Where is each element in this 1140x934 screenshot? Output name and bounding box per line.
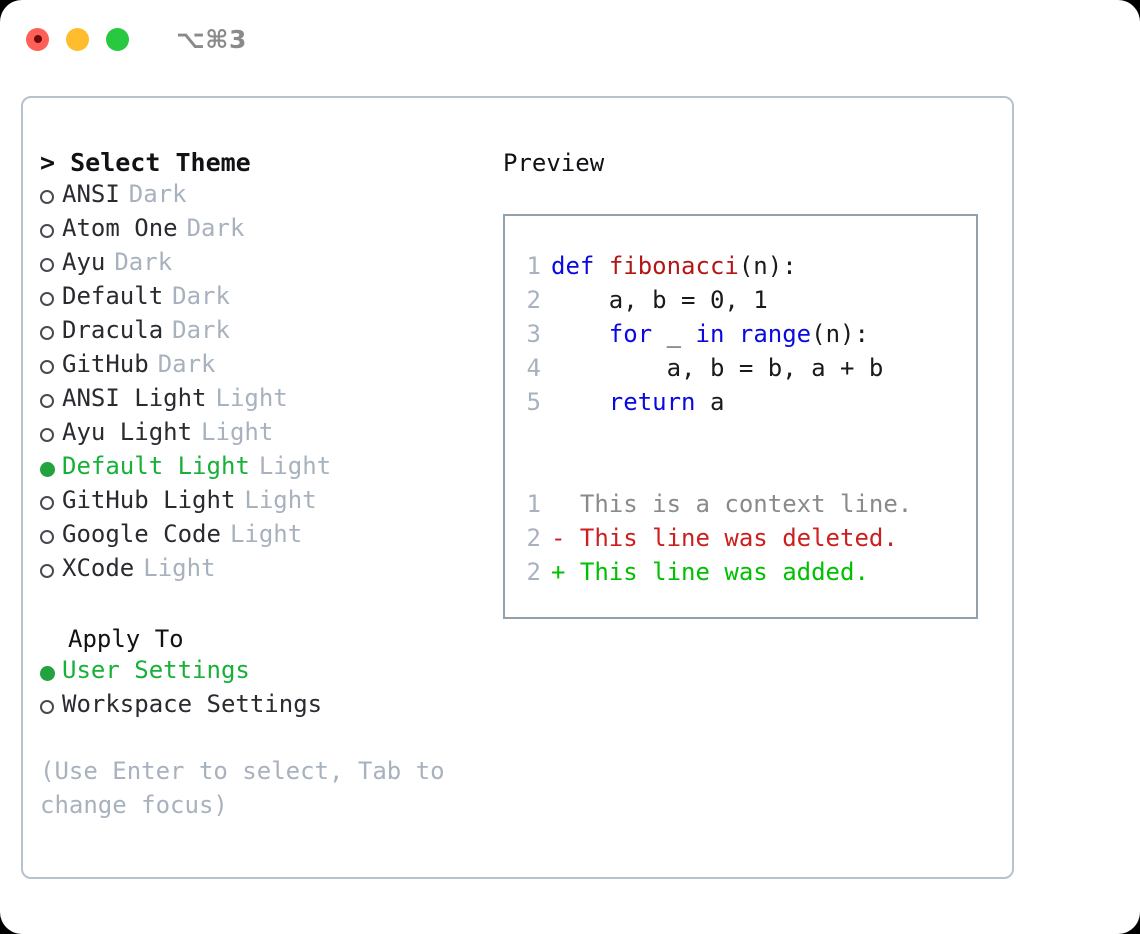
code-blank-line [505, 456, 976, 490]
list-spacer [40, 588, 490, 622]
line-number: 2 [526, 524, 541, 552]
radio-unselected-icon [40, 418, 62, 452]
keyboard-shortcut-label: ⌥⌘3 [176, 24, 247, 54]
theme-name: GitHub [62, 350, 149, 378]
code-text: def fibonacci(n): [551, 252, 797, 280]
theme-badge: Light [143, 554, 216, 582]
radio-unselected-icon [40, 316, 62, 350]
theme-badge: Light [229, 520, 303, 548]
line-number: 4 [526, 354, 541, 382]
diff-marker: - [551, 524, 580, 552]
radio-unselected-icon [40, 180, 62, 214]
preview-column: Preview 1 def fibonacci(n): 2 a, b = 0, … [503, 146, 1003, 619]
diff-line-context: 1 This is a context line. [505, 490, 976, 524]
theme-option-xcode[interactable]: XCode Light [40, 554, 490, 588]
record-dot-icon [33, 35, 42, 43]
diff-text: This is a context line. [579, 490, 913, 518]
theme-selector-column: > Select Theme ANSI Dark Atom One Dark A… [40, 146, 490, 822]
theme-name: Ayu Light [62, 418, 193, 446]
code-text: for _ in range(n): [608, 320, 869, 348]
line-number: 2 [526, 286, 541, 314]
code-text: return a [608, 388, 725, 416]
keyboard-hint-text: (Use Enter to select, Tab to change focu… [40, 757, 460, 819]
theme-option-atom-one-dark[interactable]: Atom One Dark [40, 214, 490, 248]
theme-badge: Dark [114, 248, 173, 276]
radio-unselected-icon [40, 690, 62, 724]
theme-option-google-code[interactable]: Google Code Light [40, 520, 490, 554]
theme-name: GitHub Light [62, 486, 236, 514]
apply-option-user-settings[interactable]: User Settings [40, 656, 490, 690]
diff-text: This line was added. [579, 558, 869, 586]
theme-option-ayu-dark[interactable]: Ayu Dark [40, 248, 490, 282]
line-number: 2 [526, 558, 541, 586]
theme-badge: Dark [128, 180, 187, 208]
apply-option-workspace-settings[interactable]: Workspace Settings [40, 690, 490, 724]
theme-option-default-dark[interactable]: Default Dark [40, 282, 490, 316]
code-blank-line [505, 422, 976, 456]
diff-line-added: 2 + This line was added. [505, 558, 976, 592]
radio-selected-icon [40, 452, 62, 486]
theme-name: Atom One [62, 214, 178, 242]
diff-marker [551, 490, 580, 518]
theme-option-github-dark[interactable]: GitHub Dark [40, 350, 490, 384]
minimize-button[interactable] [66, 27, 89, 51]
theme-badge: Dark [172, 282, 230, 310]
radio-unselected-icon [40, 554, 62, 588]
code-text: a, b = 0, 1 [551, 286, 768, 314]
close-button[interactable] [26, 27, 49, 51]
theme-badge: Light [215, 384, 288, 412]
theme-option-github-light[interactable]: GitHub Light Light [40, 486, 490, 520]
maximize-button[interactable] [106, 27, 129, 51]
radio-unselected-icon [40, 486, 62, 520]
main-panel: > Select Theme ANSI Dark Atom One Dark A… [21, 96, 1014, 879]
code-text: a, b = b, a + b [551, 354, 884, 382]
preview-panel: 1 def fibonacci(n): 2 a, b = 0, 1 3 for … [503, 214, 978, 619]
title-bar: ⌥⌘3 [0, 0, 1140, 78]
radio-unselected-icon [40, 248, 62, 282]
radio-unselected-icon [40, 520, 62, 554]
diff-line-deleted: 2 - This line was deleted. [505, 524, 976, 558]
select-theme-header: > Select Theme [40, 148, 251, 177]
code-line: 4 a, b = b, a + b [505, 354, 976, 388]
theme-badge: Dark [172, 316, 230, 344]
theme-badge: Light [201, 418, 274, 446]
theme-badge: Light [244, 486, 317, 514]
theme-option-dracula-dark[interactable]: Dracula Dark [40, 316, 490, 350]
theme-name: Google Code [62, 520, 221, 548]
diff-marker: + [551, 558, 580, 586]
theme-name: Dracula [62, 316, 164, 344]
code-line: 2 a, b = 0, 1 [505, 286, 976, 320]
theme-name: ANSI [62, 180, 120, 208]
theme-option-ayu-light[interactable]: Ayu Light Light [40, 418, 490, 452]
apply-option-label: User Settings [62, 656, 250, 684]
line-number: 3 [526, 320, 541, 348]
theme-badge: Light [258, 452, 332, 480]
code-line: 3 for _ in range(n): [505, 320, 976, 354]
window-controls [26, 27, 129, 51]
line-number: 5 [526, 388, 541, 416]
radio-unselected-icon [40, 214, 62, 248]
theme-option-ansi-light[interactable]: ANSI Light Light [40, 384, 490, 418]
radio-selected-icon [40, 656, 62, 690]
theme-name: ANSI Light [62, 384, 207, 412]
theme-badge: Dark [157, 350, 216, 378]
radio-unselected-icon [40, 384, 62, 418]
diff-text: This line was deleted. [579, 524, 898, 552]
code-line: 5 return a [505, 388, 976, 422]
line-number: 1 [526, 490, 541, 518]
apply-to-header: Apply To [68, 625, 184, 653]
theme-name: Ayu [62, 248, 106, 276]
theme-name: Default Light [62, 452, 250, 480]
line-number: 1 [526, 252, 541, 280]
radio-unselected-icon [40, 282, 62, 316]
radio-unselected-icon [40, 350, 62, 384]
theme-name: XCode [62, 554, 135, 582]
theme-badge: Dark [186, 214, 245, 242]
theme-option-ansi-dark[interactable]: ANSI Dark [40, 180, 490, 214]
theme-name: Default [62, 282, 164, 310]
code-line: 1 def fibonacci(n): [505, 252, 976, 286]
theme-option-default-light[interactable]: Default Light Light [40, 452, 490, 486]
apply-option-label: Workspace Settings [62, 690, 323, 718]
preview-header: Preview [503, 149, 605, 177]
